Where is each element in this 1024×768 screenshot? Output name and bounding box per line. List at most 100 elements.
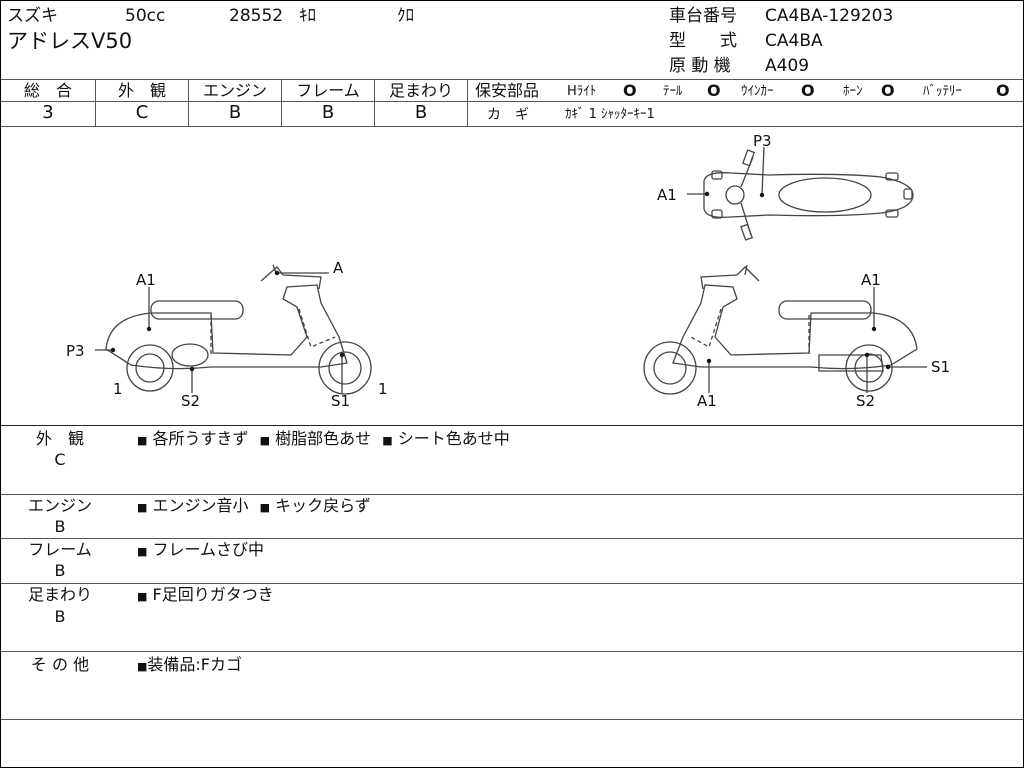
section-other: そ の 他 ■装備品:Fカゴ <box>1 651 1023 719</box>
callout-dot <box>759 192 765 198</box>
note: キック戻らず <box>275 496 371 515</box>
section-exterior: 外 観 C ■ 各所うすきず ■ 樹脂部色あせ ■ シート色あせ中 <box>1 425 1023 494</box>
color: ｸﾛ <box>397 6 414 26</box>
callout-dot <box>885 364 891 370</box>
rating-header-engine: エンジン <box>202 81 267 100</box>
table-divider <box>281 79 282 126</box>
section-divider <box>1 583 1023 584</box>
section-grade: B <box>54 561 66 580</box>
safety-mark-horn: O <box>881 81 895 100</box>
rating-header-overall: 総 合 <box>23 81 72 100</box>
frame-no-label: 車台番号 <box>669 6 737 26</box>
safety-label-headlight: Hﾗｲﾄ <box>567 84 597 99</box>
section-divider <box>1 651 1023 652</box>
section-title: エンジン <box>27 496 92 515</box>
section-divider <box>1 719 1023 720</box>
scooter-diagram: P3 A1 A1 A P3 1 S2 S1 1 A1 S1 A1 S2 <box>66 132 950 410</box>
note: 各所うすきず <box>152 429 249 448</box>
rating-header-frame: フレーム <box>296 81 360 100</box>
note: 装備品:Fカゴ <box>147 655 243 674</box>
engine-label: 原 動 機 <box>669 56 731 76</box>
section-grade: B <box>54 607 66 626</box>
callout-dot <box>871 326 877 332</box>
section-divider <box>1 494 1023 495</box>
diagram-label-right-s2: S2 <box>856 392 875 410</box>
left-side-scooter-drawing <box>105 264 372 395</box>
diagram-label-left-a: A <box>333 259 344 277</box>
diagram-label-left-a1: A1 <box>136 271 156 289</box>
section-title: 外 観 <box>35 429 84 448</box>
rating-value-overall: 3 <box>42 102 54 123</box>
note: F足回りガタつき <box>152 585 274 604</box>
callout-dot <box>706 358 712 364</box>
diagram-label-top-a1: A1 <box>657 186 677 204</box>
note: シート色あせ中 <box>397 429 510 448</box>
section-notes: ■ エンジン音小 ■ キック戻らず <box>137 496 371 515</box>
table-divider <box>188 79 189 126</box>
diagram-label-left-p3: P3 <box>66 342 85 360</box>
engine-value: A409 <box>765 56 810 76</box>
table-top-line <box>1 79 1023 80</box>
callout-dot <box>339 352 345 358</box>
note: 樹脂部色あせ <box>275 429 372 448</box>
safety-label-horn: ﾎｰﾝ <box>843 84 863 99</box>
section-title: フレーム <box>28 540 92 559</box>
section-notes: ■ フレームさび中 <box>137 540 265 559</box>
model-name: アドレスV50 <box>7 29 133 53</box>
rating-header-exterior: 外 観 <box>117 81 166 100</box>
section-grade: C <box>54 450 66 469</box>
table-divider <box>95 79 96 126</box>
callout-dot <box>704 191 710 197</box>
diagram-label-left-s1: S1 <box>331 392 350 410</box>
rating-value-exterior: C <box>135 102 149 123</box>
diagram-label-left-1a: 1 <box>113 380 123 398</box>
table-divider <box>467 79 468 126</box>
maker: スズキ <box>7 6 58 26</box>
safety-title: 保安部品 <box>475 81 540 100</box>
safety-label-tail: ﾃｰﾙ <box>663 84 683 99</box>
diagram-label-right-a1-bottom: A1 <box>697 392 717 410</box>
rating-value-engine: B <box>228 102 242 123</box>
callout-dot <box>864 352 870 358</box>
diagram-label-right-s1: S1 <box>931 358 950 376</box>
safety-label-winker: ｳｲﾝｶｰ <box>741 84 774 99</box>
section-notes: ■ 各所うすきず ■ 樹脂部色あせ ■ シート色あせ中 <box>137 429 510 448</box>
mileage-unit: ｷﾛ <box>299 6 316 26</box>
section-divider <box>1 425 1023 426</box>
rating-header-suspension: 足まわり <box>388 81 453 100</box>
right-side-scooter-drawing <box>643 264 918 395</box>
displacement: 50cc <box>125 6 166 26</box>
callout-dot <box>146 326 152 332</box>
section-title: そ の 他 <box>30 655 90 674</box>
section-notes: ■ F足回りガタつき <box>137 585 274 604</box>
diagram-label-right-a1-top: A1 <box>861 271 881 289</box>
table-mid-line <box>1 101 1023 102</box>
key-text: ｶｷﾞ 1 ｼｬｯﾀｰｷｰ1 <box>565 107 655 122</box>
section-frame: フレーム B ■ フレームさび中 <box>1 538 1023 583</box>
top-view-scooter-drawing <box>703 149 914 241</box>
type-value: CA4BA <box>765 31 823 51</box>
diagram-label-top-p3: P3 <box>753 132 772 150</box>
safety-mark-battery: O <box>996 81 1010 100</box>
diagram-label-left-s2: S2 <box>181 392 200 410</box>
callout-dot <box>189 366 195 372</box>
section-notes: ■装備品:Fカゴ <box>137 655 243 674</box>
table-bottom-line <box>1 126 1023 127</box>
safety-label-battery: ﾊﾞｯﾃﾘｰ <box>923 84 962 99</box>
callout-dot <box>110 347 116 353</box>
safety-mark-tail: O <box>707 81 721 100</box>
section-grade: B <box>54 517 66 536</box>
note: フレームさび中 <box>152 540 265 559</box>
safety-mark-headlight: O <box>623 81 637 100</box>
frame-no: CA4BA-129203 <box>765 6 894 26</box>
section-divider <box>1 538 1023 539</box>
rating-value-suspension: B <box>414 102 428 123</box>
rating-value-frame: B <box>321 102 335 123</box>
type-label: 型 式 <box>669 31 737 51</box>
safety-mark-winker: O <box>801 81 815 100</box>
key-label: カ ギ <box>487 107 529 123</box>
callout-lines <box>95 146 927 393</box>
table-divider <box>374 79 375 126</box>
section-title: 足まわり <box>27 585 92 604</box>
